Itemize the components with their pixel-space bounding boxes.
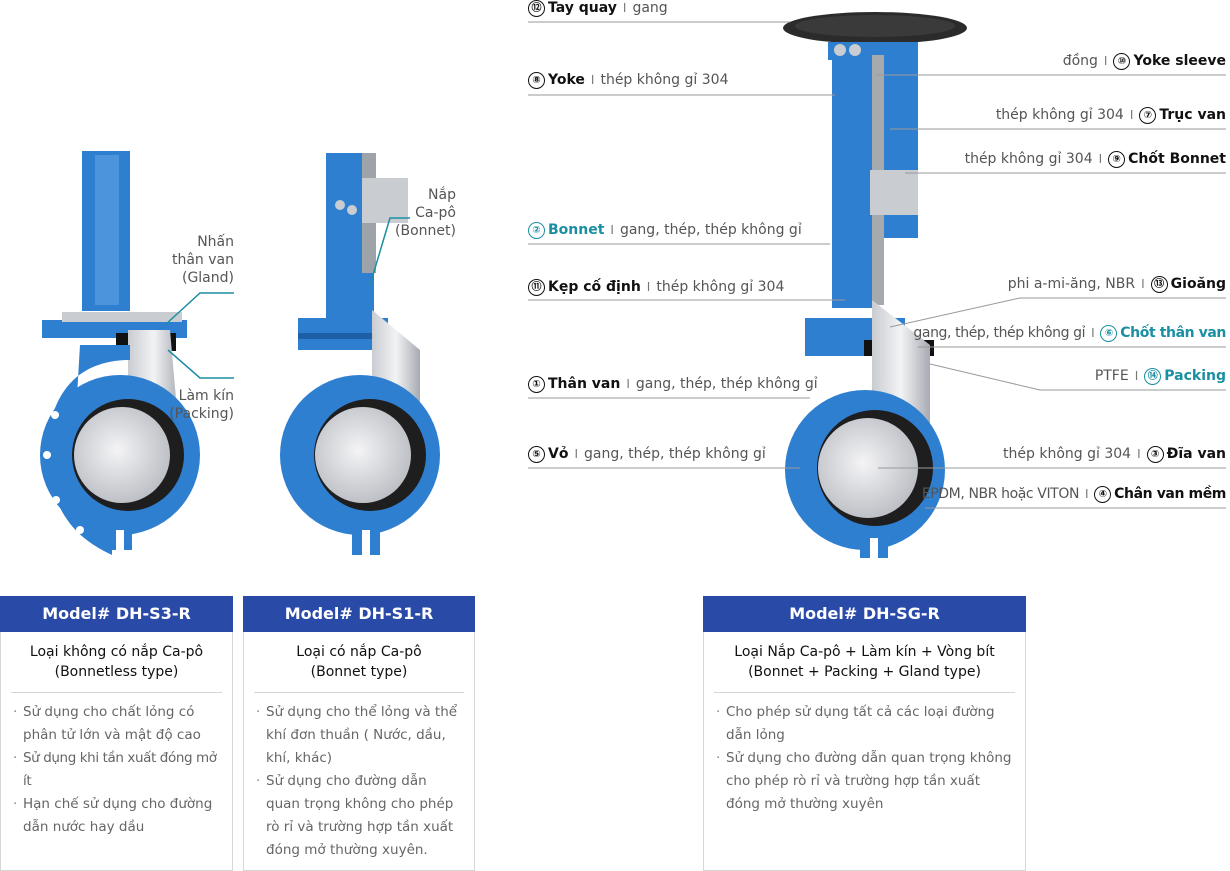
feature-list: Sử dụng cho thể lỏng và thể khí đơn thuầ… <box>244 693 474 862</box>
valve-dh-s3-r-illustration <box>40 151 200 555</box>
callout-packing: Làm kín (Packing) <box>150 387 234 423</box>
model-type: Loại có nắp Ca-pô (Bonnet type) <box>296 644 422 680</box>
model-title: Model# DH-S3-R <box>0 596 233 632</box>
feature-list: Sử dụng cho chất lỏng có phân tử lớn và … <box>1 693 232 839</box>
model-type: Loại Nắp Ca-pô + Làm kín + Vòng bít (Bon… <box>734 644 995 680</box>
callout-bonnet: Nắp Ca-pô (Bonnet) <box>380 186 456 240</box>
callout-gland-text: Nhấn thân van (Gland) <box>171 234 234 286</box>
divider <box>254 692 464 693</box>
feature-item: Sử dụng cho đường dẫn quan trọng không c… <box>256 770 464 862</box>
callout-bonnet-text: Nắp Ca-pô (Bonnet) <box>395 187 456 239</box>
divider <box>11 692 222 693</box>
model-card-dh-sg-r: Model# DH-SG-R Loại Nắp Ca-pô + Làm kín … <box>703 596 1026 871</box>
model-card-dh-s1-r: Model# DH-S1-R Loại có nắp Ca-pô (Bonnet… <box>243 596 475 871</box>
divider <box>714 692 1015 693</box>
model-card-dh-s3-r: Model# DH-S3-R Loại không có nắp Ca-pô (… <box>0 596 233 871</box>
valve-dh-sg-r-illustration <box>783 12 967 560</box>
model-type: Loại không có nắp Ca-pô (Bonnetless type… <box>29 644 204 680</box>
valve-dh-s1-r-illustration <box>280 153 440 555</box>
callout-packing-text: Làm kín (Packing) <box>169 388 234 422</box>
callout-gland: Nhấn thân van (Gland) <box>150 233 234 287</box>
leader-lines <box>528 21 1226 509</box>
model-title: Model# DH-S1-R <box>243 596 475 632</box>
feature-item: Cho phép sử dụng tất cả các loại đường d… <box>716 701 1015 747</box>
feature-item: Hạn chế sử dụng cho đường dẫn nước hay d… <box>13 793 222 839</box>
feature-item: Sử dụng cho chất lỏng có phân tử lớn và … <box>13 701 222 747</box>
feature-list: Cho phép sử dụng tất cả các loại đường d… <box>704 693 1025 816</box>
model-title: Model# DH-SG-R <box>703 596 1026 632</box>
feature-item: Sử dụng khi tần xuất đóng mở ít <box>13 747 222 793</box>
feature-item: Sử dụng cho thể lỏng và thể khí đơn thuầ… <box>256 701 464 770</box>
feature-item: Sử dụng cho đường dẫn quan trọng không c… <box>716 747 1015 816</box>
